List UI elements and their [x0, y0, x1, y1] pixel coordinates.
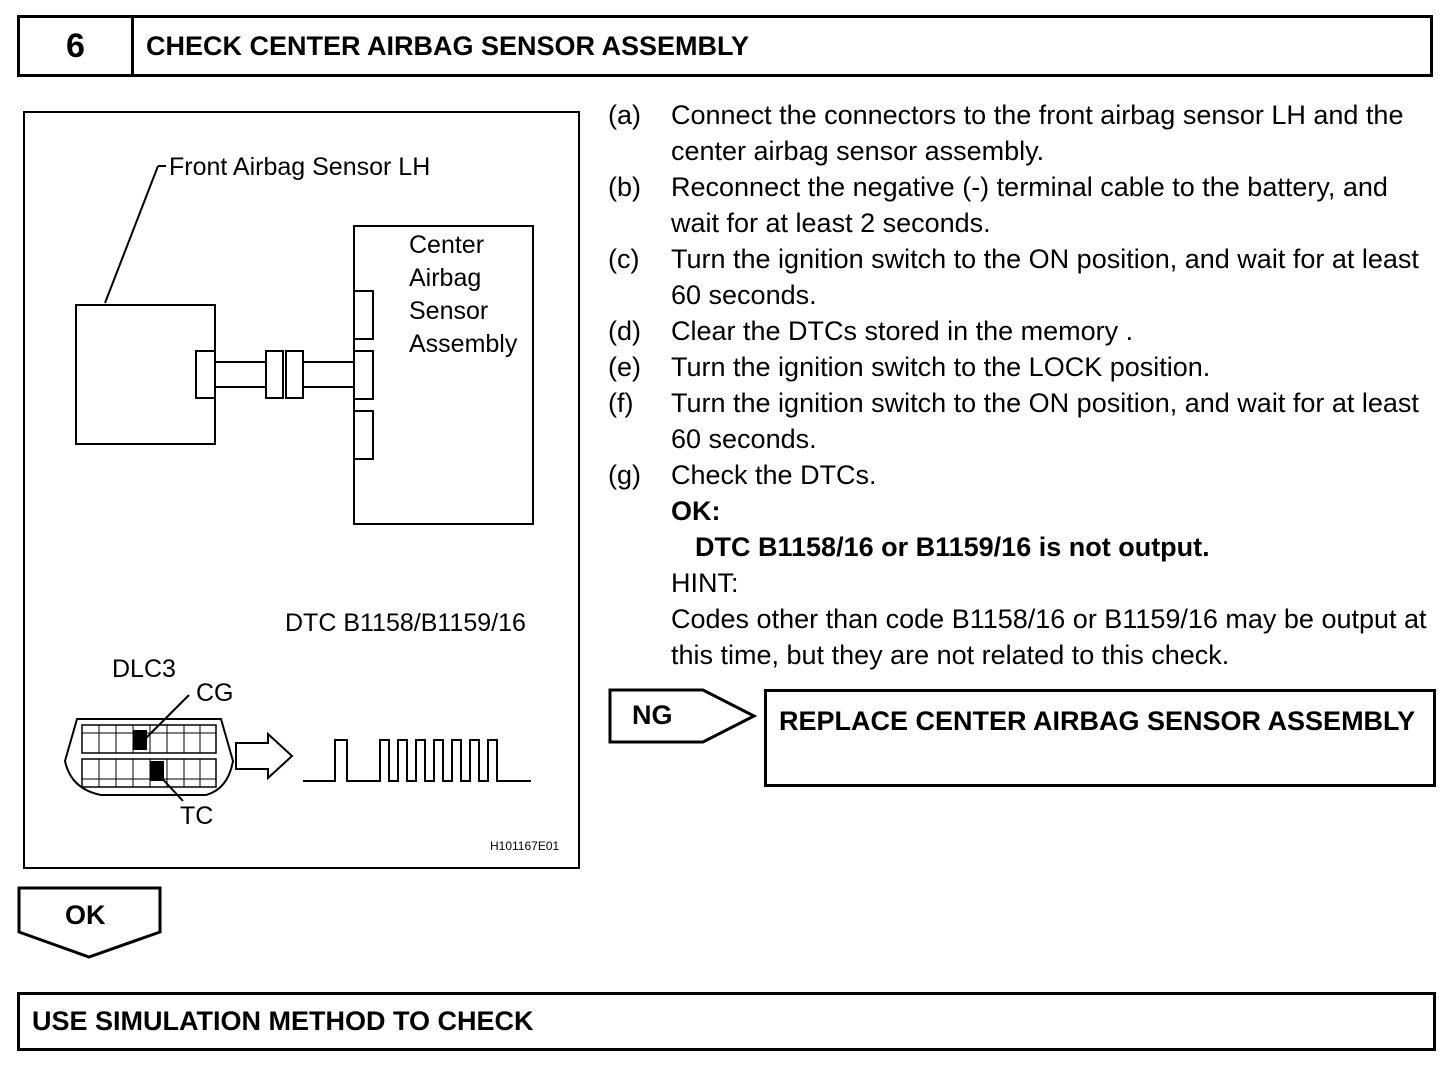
hint-text: Codes other than code B1158/16 or B1159/…	[671, 604, 1427, 670]
ng-action-box: REPLACE CENTER AIRBAG SENSOR ASSEMBLY	[764, 689, 1436, 787]
step-title: CHECK CENTER AIRBAG SENSOR ASSEMBLY	[146, 30, 750, 61]
ok-arrow-shape	[17, 886, 162, 959]
procedure-step: (b) Reconnect the negative (-) terminal …	[608, 169, 1438, 241]
procedure-steps: (a) Connect the connectors to the front …	[608, 97, 1438, 673]
figure-id: H101167E01	[490, 839, 560, 853]
ng-label: NG	[632, 700, 673, 730]
procedure-step: (e) Turn the ignition switch to the LOCK…	[608, 349, 1438, 385]
procedure-step: (f) Turn the ignition switch to the ON p…	[608, 385, 1438, 457]
ok-criteria-label: OK:	[671, 496, 721, 526]
procedure-step: (c) Turn the ignition switch to the ON p…	[608, 241, 1438, 313]
step-text: Connect the connectors to the front airb…	[671, 100, 1404, 166]
step-text: Check the DTCs.	[671, 460, 877, 490]
procedure-step: (d) Clear the DTCs stored in the memory …	[608, 313, 1438, 349]
ng-branch-arrow: NG	[608, 688, 758, 751]
center-sensor-label-line3: Sensor	[409, 297, 489, 325]
tc-terminal-label: TC	[180, 802, 214, 830]
step-text: Clear the DTCs stored in the memory .	[671, 316, 1134, 346]
step-number: 6	[20, 18, 134, 74]
step-text: Turn the ignition switch to the ON posit…	[671, 244, 1419, 310]
step-text: Turn the ignition switch to the LOCK pos…	[671, 352, 1211, 382]
next-step-box: USE SIMULATION METHOD TO CHECK	[17, 992, 1436, 1051]
illustration-drawing	[23, 111, 580, 869]
step-letter: (c)	[608, 244, 640, 274]
dlc3-label: DLC3	[112, 655, 176, 683]
step-letter: (e)	[608, 352, 641, 382]
step-letter: (a)	[608, 100, 641, 130]
wiring-illustration: Front Airbag Sensor LH Center Airbag Sen…	[23, 111, 580, 869]
cg-terminal-label: CG	[196, 679, 234, 707]
center-sensor-label-line1: Center	[409, 231, 485, 259]
center-sensor-label-line2: Airbag	[409, 264, 482, 292]
front-airbag-sensor-label: Front Airbag Sensor LH	[169, 153, 431, 181]
procedure-step: (g) Check the DTCs. OK: DTC B1158/16 or …	[608, 457, 1438, 673]
step-letter: (d)	[608, 316, 641, 346]
step-header: 6 CHECK CENTER AIRBAG SENSOR ASSEMBLY	[17, 15, 1433, 77]
step-letter: (b)	[608, 172, 641, 202]
step-text: Turn the ignition switch to the ON posit…	[671, 388, 1419, 454]
ng-arrow-shape	[608, 688, 758, 744]
procedure-step: (a) Connect the connectors to the front …	[608, 97, 1438, 169]
step-text: Reconnect the negative (-) terminal cabl…	[671, 172, 1388, 238]
ok-label: OK	[65, 900, 106, 930]
hint-label: HINT:	[671, 568, 739, 598]
dtc-code-label: DTC B1158/B1159/16	[285, 609, 526, 637]
ok-branch-arrow: OK	[17, 886, 163, 965]
step-letter: (g)	[608, 460, 641, 490]
step-letter: (f)	[608, 388, 634, 418]
center-sensor-label-line4: Assembly	[409, 330, 518, 358]
step-g-body: Check the DTCs. OK: DTC B1158/16 or B115…	[671, 457, 1438, 673]
ok-criteria-text: DTC B1158/16 or B1159/16 is not output.	[695, 532, 1210, 562]
